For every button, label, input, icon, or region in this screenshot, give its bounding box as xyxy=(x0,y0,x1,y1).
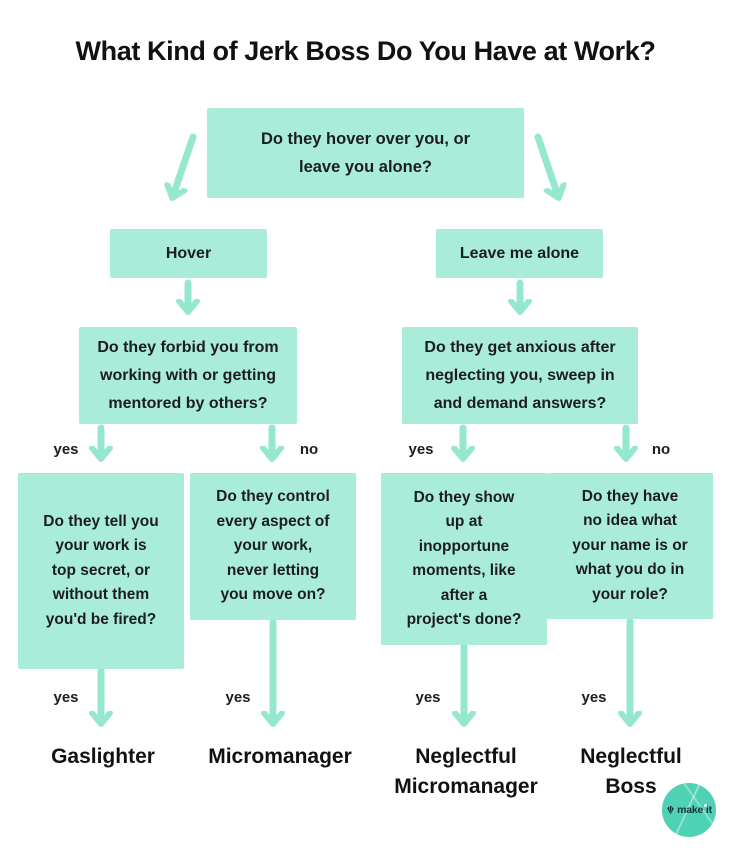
edge-label-no-anxious: no xyxy=(651,441,671,458)
edge-label-no-forbid: no xyxy=(299,441,319,458)
node-root-question: Do they hover over you, or leave you alo… xyxy=(207,108,524,198)
answer-neglectful-micromanager: Neglectful Micromanager xyxy=(394,745,538,798)
edge-label-yes-neglectful-micromanager: yes xyxy=(415,689,441,706)
answer-micromanager: Micromanager xyxy=(208,745,352,768)
node-question-anxious: Do they get anxious after neglecting you… xyxy=(402,327,638,424)
node-leaf-inopportune-moments: Do they show up at inopportune moments, … xyxy=(381,473,547,645)
edge-label-yes-forbid: yes xyxy=(53,441,79,458)
edge-label-yes-gaslighter: yes xyxy=(53,689,79,706)
edge-label-yes-neglectful-boss: yes xyxy=(581,689,607,706)
page-title: What Kind of Jerk Boss Do You Have at Wo… xyxy=(75,36,656,66)
arrow-root-to-leave xyxy=(534,133,558,196)
node-leaf-no-idea-name: Do they have no idea what your name is o… xyxy=(547,473,713,619)
cnbc-peacock-icon xyxy=(666,805,675,815)
node-leaf-top-secret: Do they tell you your work is top secret… xyxy=(18,473,184,669)
node-branch-hover: Hover xyxy=(110,229,267,278)
node-question-forbid: Do they forbid you from working with or … xyxy=(79,327,297,424)
edge-label-yes-micromanager: yes xyxy=(225,689,251,706)
cnbc-make-it-logo: make it xyxy=(662,783,716,837)
answer-gaslighter: Gaslighter xyxy=(51,745,155,768)
arrow-root-to-hover xyxy=(173,133,197,196)
logo-text: make it xyxy=(677,804,712,816)
node-branch-leave-me-alone: Leave me alone xyxy=(436,229,603,278)
node-leaf-control-every-aspect: Do they control every aspect of your wor… xyxy=(190,473,356,620)
logo-i-dot xyxy=(704,804,707,807)
edge-label-yes-anxious: yes xyxy=(408,441,434,458)
answer-neglectful-boss: Neglectful Boss xyxy=(580,745,682,798)
